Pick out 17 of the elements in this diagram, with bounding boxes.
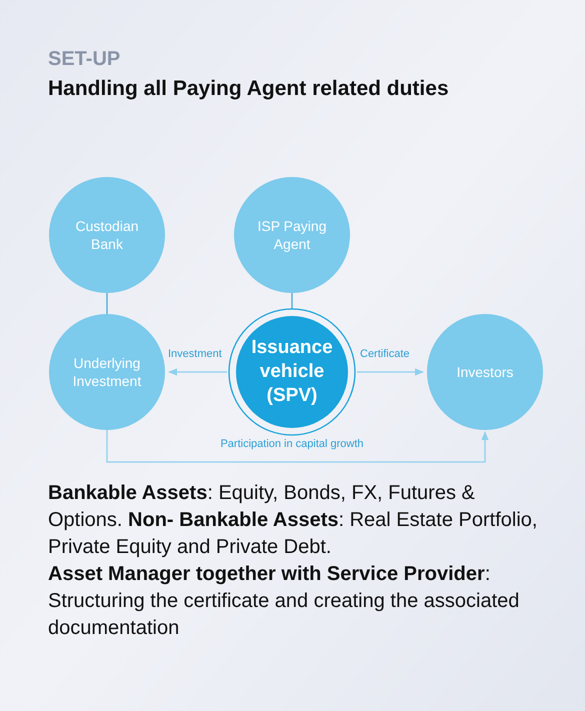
node-label: ISP Paying Agent: [256, 217, 328, 253]
edge-label: Investment: [168, 347, 222, 362]
node-label: Investors: [456, 363, 514, 381]
connector-line: [168, 368, 227, 376]
connector-line: [357, 368, 424, 376]
section-title: SET-UP: [48, 47, 120, 72]
node-label: Custodian Bank: [74, 217, 140, 253]
description-paragraph: Asset Manager together with Service Provider: Structuring the certificate and creating the associated documentation: [48, 562, 520, 641]
connector-line: [106, 293, 108, 314]
heading: Handling all Paying Agent related duties: [48, 76, 450, 102]
edge-label: Participation in capital growth: [220, 437, 364, 452]
description-paragraph: Bankable Assets: Equity, Bonds, FX, Futures & Options. Non- Bankable Assets: Real Estate Portfolio, Private Equity and Private Debt.: [48, 481, 538, 560]
connector-line: [291, 293, 293, 309]
node-label: Underlying Investment: [72, 354, 142, 390]
node-label: Issuance vehicle (SPV): [250, 336, 334, 408]
connector-line: [106, 430, 489, 463]
edge-label: Certificate: [360, 347, 410, 362]
